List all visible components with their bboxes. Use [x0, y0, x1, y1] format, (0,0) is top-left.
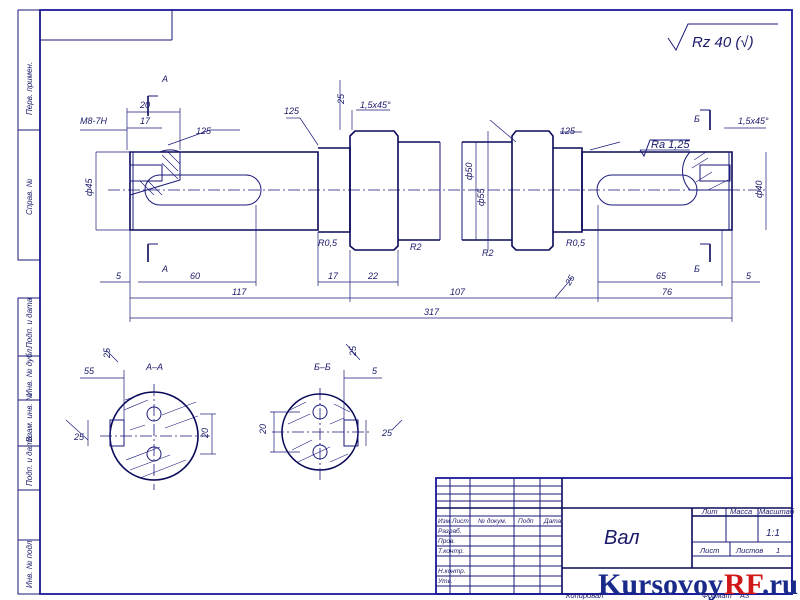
diameter-dims [95, 131, 767, 250]
tb-part-name: Вал [604, 527, 640, 549]
tb-utv: Утв. [437, 578, 453, 585]
top-dimensions [80, 80, 766, 151]
tb-izm: Изм [438, 518, 451, 525]
tb-lit: Лит [701, 507, 718, 516]
drawing-frame [39, 9, 793, 595]
tb-listov-value: 1 [776, 546, 780, 555]
side-label-sprav: Справ. № [25, 178, 34, 215]
dim-m8: M8-7H [80, 116, 108, 126]
dim-17-b: 17 [328, 271, 339, 281]
tb-tkontr: Т.контр. [438, 548, 464, 555]
title-block [435, 477, 793, 595]
section-aa [100, 384, 210, 490]
top-side-strip [17, 9, 41, 261]
tb-podp: Подп [518, 517, 534, 525]
cut-a-bottom: А [161, 264, 168, 274]
cut-b-top: Б [694, 114, 700, 124]
tb-kopiroval: Копировал [566, 591, 604, 600]
aa-dim-25: 25 [73, 432, 85, 442]
dim-60: 60 [190, 271, 200, 281]
cut-b-bottom: Б [694, 264, 700, 274]
dim-117: 117 [232, 287, 247, 297]
dim-r05-a: R0,5 [318, 238, 338, 248]
ra-mark: Ra 1,25 [639, 139, 690, 158]
dim-phi50: ф50 [464, 162, 474, 180]
tb-format: Формат [702, 591, 732, 600]
tb-listov: Листов [735, 546, 763, 555]
bottom-dimensions [100, 205, 760, 322]
tb-data: Дата [543, 518, 562, 525]
tb-list-col: Лист [451, 518, 469, 525]
svg-text:Rz 40 (√): Rz 40 (√) [692, 34, 754, 51]
dim-r125-b: 125 [284, 106, 300, 116]
dim-chamfer-b: 1,5x45° [738, 116, 769, 126]
tb-list: Лист [699, 546, 719, 555]
svg-text:RF: RF [724, 568, 764, 600]
watermark: Kursovoy RF .ru [598, 568, 798, 600]
dim-chamfer-a: 1,5x45° [360, 100, 391, 110]
svg-text:Ra 1,25: Ra 1,25 [651, 139, 690, 151]
tb-nkontr: Н.контр. [438, 568, 466, 575]
side-label-perv: Перв. примен. [25, 62, 34, 115]
dim-76: 76 [662, 287, 672, 297]
section-bb [272, 388, 372, 482]
side-label-podp1: Подп. и дата [25, 297, 34, 348]
dim-65: 65 [656, 271, 667, 281]
dim-r125-a: 125 [196, 126, 212, 136]
cut-a-top: А [161, 74, 168, 84]
dim-20: 20 [139, 100, 150, 110]
svg-text:.ru: .ru [762, 568, 798, 600]
dim-r05-b: R0,5 [566, 238, 586, 248]
side-label-inv-dubl: Инв. № дубл. [25, 347, 34, 396]
bb-dim-5: 5 [372, 366, 378, 376]
bb-dim-20: 20 [258, 424, 268, 435]
tb-format-value: А3 [739, 591, 750, 600]
dim-5-a: 5 [116, 271, 122, 281]
shaft-body [129, 130, 733, 251]
dim-r125-c: 125 [560, 126, 576, 136]
roughness-mark: Rz 40 (√) [667, 23, 778, 52]
dim-r2-b: R2 [482, 248, 494, 258]
dim-317: 317 [424, 307, 440, 317]
aa-dim-55: 55 [84, 366, 95, 376]
aa-dim-20: 20 [200, 428, 210, 439]
dim-r2-a: R2 [410, 242, 422, 252]
tb-razrab: Разраб. [438, 527, 462, 535]
dim-phi45: ф45 [84, 177, 94, 196]
dim-17: 17 [140, 116, 151, 126]
dim-107: 107 [450, 287, 466, 297]
tb-prov: Пров. [438, 538, 455, 545]
dim-22: 22 [367, 271, 378, 281]
bb-dim-r25: 25 [348, 345, 358, 357]
dim-roughness-25: 25 [563, 272, 578, 287]
side-label-vzam: Взам. инв. № [25, 392, 34, 442]
svg-text:Kursovoy: Kursovoy [598, 568, 723, 600]
tb-masshtab: Масштаб [759, 507, 795, 516]
bb-dim-25: 25 [381, 428, 393, 438]
dim-5-b: 5 [746, 271, 752, 281]
tb-massa: Масса [730, 507, 752, 516]
bb-label: Б–Б [314, 362, 331, 372]
aa-label: А–А [145, 362, 163, 372]
dim-25: 25 [336, 93, 346, 105]
dim-phi55: ф55 [476, 187, 486, 206]
side-label-podp2: Подп. и дата [25, 435, 34, 486]
side-label-inv-podl: Инв. № подл. [25, 538, 34, 588]
tb-doc: № докум. [478, 517, 507, 525]
tb-scale-value: 1:1 [766, 528, 780, 539]
aa-dim-r25: 25 [102, 347, 112, 359]
dim-phi40: ф40 [754, 180, 764, 198]
